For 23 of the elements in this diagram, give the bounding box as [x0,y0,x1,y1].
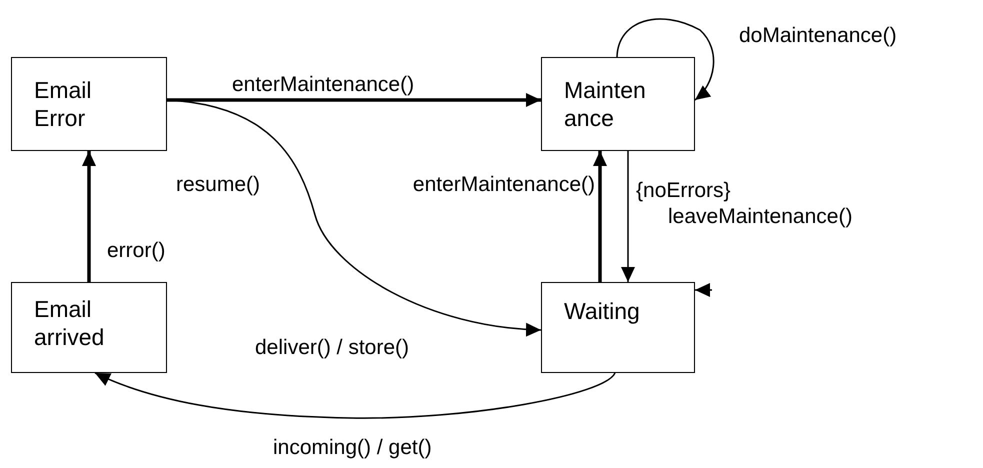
transition-label: deliver() / store() [255,335,410,361]
transition-arrow [616,18,714,101]
state-name: Waiting [564,297,641,326]
transition-arrow [695,283,712,297]
edge-label: error() [107,238,166,264]
state-name: Mainten ance [564,76,647,132]
transition-arrow [593,151,607,282]
edge-label: enterMaintenance() [232,72,414,98]
edge-label: incoming() / get() [273,435,432,461]
edge-label: {noErrors} leaveMaintenance() [636,178,854,230]
state-box [541,282,695,373]
state-name: Email arrived [34,295,106,352]
state-box [541,57,695,151]
state-box [11,57,167,151]
transition-arrow [167,93,541,107]
state-name: Email Error [34,76,93,132]
transition-arrow [94,372,616,419]
edge-label: enterMaintenance() [412,172,595,198]
edge-label: resume() [176,172,260,198]
edge-label: doMaintenance() [739,23,897,49]
state-box [11,282,167,373]
transition-arrow [621,151,635,282]
transition-arrow [82,151,96,282]
